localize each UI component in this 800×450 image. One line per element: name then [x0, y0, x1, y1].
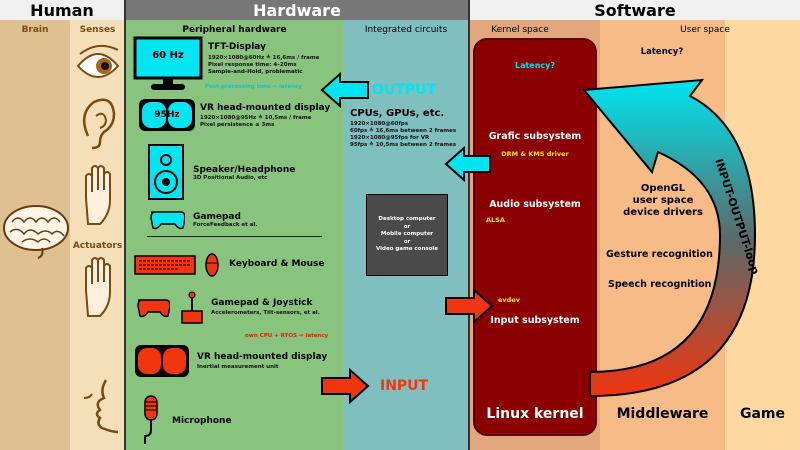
gamepad-title: Gamepad	[193, 212, 241, 222]
gamepad-input-icon	[137, 299, 170, 318]
cpus-detail-3: 1920×1080@95fps for VR	[350, 135, 430, 141]
computer-box: Desktop computer or Mobile computer or V…	[366, 194, 448, 276]
evdev-arrow-right	[445, 288, 494, 324]
eye-icon	[76, 44, 120, 78]
input-label: INPUT	[380, 378, 429, 394]
opengl-line-2: user space	[632, 195, 694, 206]
vr1-detail-1: 1920×1080@95Hz ≙ 10,5ms / frame	[200, 115, 312, 121]
input-subsystem: Input subsystem	[490, 315, 580, 326]
software-header: Software	[470, 0, 800, 20]
cpus-detail-2: 60fps ≙ 16,6ms between 2 frames	[350, 128, 457, 134]
cpus-title: CPUs, GPUs, etc.	[350, 108, 445, 119]
kernel-space-label: Kernel space	[491, 25, 549, 35]
game-title: Game	[739, 406, 786, 422]
grafic-subsystem: Grafic subsystem	[488, 131, 582, 142]
opengl-drivers: OpenGL user space device drivers	[610, 183, 716, 219]
keyboard-icon	[134, 255, 196, 275]
divider-right	[468, 0, 470, 450]
actuators-label: Actuators	[72, 241, 123, 251]
vr-headset-output-icon	[139, 99, 195, 131]
hardware-header: Hardware	[126, 0, 468, 20]
middleware-title: Middleware	[616, 406, 709, 422]
user-space-label: User space	[680, 25, 730, 35]
hand-touch-icon	[85, 165, 111, 225]
joystick-title: Gamepad & Joystick	[211, 298, 313, 308]
tft-detail-1: 1920×1080@60Hz ≙ 16,6ms / frame	[208, 55, 320, 61]
output-label: OUTPUT	[372, 82, 436, 98]
divider-left	[124, 0, 126, 450]
senses-label: Senses	[79, 25, 116, 35]
computer-box-line-5: Video game console	[375, 246, 439, 253]
linux-kernel-title: Linux kernel	[486, 406, 584, 422]
speaker-title: Speaker/Headphone	[193, 165, 296, 175]
hand-actuator-icon	[85, 257, 111, 317]
drm-arrow-left	[444, 146, 491, 182]
vr1-title: VR head-mounted display	[200, 103, 331, 113]
audio-subsystem: Audio subsystem	[489, 199, 581, 210]
hardware-header-text: Hardware	[253, 0, 341, 20]
userspace-latency: Latency?	[640, 47, 684, 57]
kernel-latency: Latency?	[514, 61, 556, 70]
computer-box-line-4: or	[403, 238, 411, 245]
gamepad-detail: ForceFeedback et al.	[193, 222, 258, 228]
keyboard-title: Keyboard & Mouse	[229, 259, 325, 269]
tft-detail-3: Sample-and-Hold, problematic	[208, 69, 303, 75]
vr1-hz: 95Hz	[154, 110, 180, 120]
mouth-icon	[83, 379, 119, 434]
tft-monitor-icon	[133, 36, 203, 90]
speaker-detail: 3D Positional Audio, etc	[193, 175, 268, 181]
brain-label: Brain	[21, 25, 49, 35]
vr1-detail-2: Pixel persistence ≤ 3ms	[200, 122, 275, 128]
ear-icon	[82, 98, 116, 150]
microphone-icon	[144, 395, 158, 444]
tft-title: TFT-Display	[208, 42, 266, 52]
integrated-label: Integrated circuits	[364, 25, 448, 35]
cpus-detail-1: 1920×1080@60fps	[350, 121, 408, 127]
computer-box-line-2: or	[403, 223, 411, 230]
computer-box-line-1: Desktop computer	[378, 216, 436, 223]
joystick-detail: Accelerometers, Tilt-sensors, et al.	[211, 310, 320, 316]
opengl-line-1: OpenGL	[640, 183, 686, 194]
opengl-line-3: device drivers	[623, 207, 703, 218]
peripheral-label: Peripheral hardware	[182, 25, 287, 35]
speaker-icon	[148, 144, 184, 200]
vr2-detail: Inertial measurement unit	[197, 364, 279, 370]
input-output-loop-arrow	[582, 78, 757, 398]
joystick-icon	[181, 291, 203, 324]
human-header: Human	[0, 0, 124, 20]
mouse-icon	[205, 253, 219, 277]
linux-kernel-box	[473, 38, 597, 436]
alsa-driver: ALSA	[486, 216, 505, 224]
cpus-detail-4: 95fps ≙ 10,5ms between 2 frames	[350, 142, 457, 148]
microphone-title: Microphone	[172, 416, 232, 426]
drm-kms-driver: DRM & KMS driver	[501, 150, 569, 158]
human-header-text: Human	[30, 0, 94, 20]
tft-latency-note: Post-processing time = latency	[205, 84, 302, 90]
gesture-recognition: Gesture recognition	[606, 249, 713, 260]
peripheral-separator	[147, 236, 322, 237]
brain-icon	[3, 205, 69, 259]
software-header-text: Software	[594, 0, 676, 20]
input-arrow-right	[321, 368, 370, 404]
output-arrow-left	[320, 72, 369, 108]
vr2-title: VR head-mounted display	[197, 352, 328, 362]
vr-headset-input-icon	[135, 345, 189, 377]
speech-recognition: Speech recognition	[608, 279, 712, 290]
tft-hz: 60 Hz	[152, 50, 184, 61]
gamepad-output-icon	[150, 211, 185, 230]
tft-detail-2: Pixel response time: 4–20ms	[208, 62, 297, 68]
cpu-latency-note: own CPU + RTOS = latency	[245, 333, 329, 339]
computer-box-line-3: Mobile computer	[380, 231, 434, 238]
evdev-driver: evdev	[498, 296, 520, 304]
